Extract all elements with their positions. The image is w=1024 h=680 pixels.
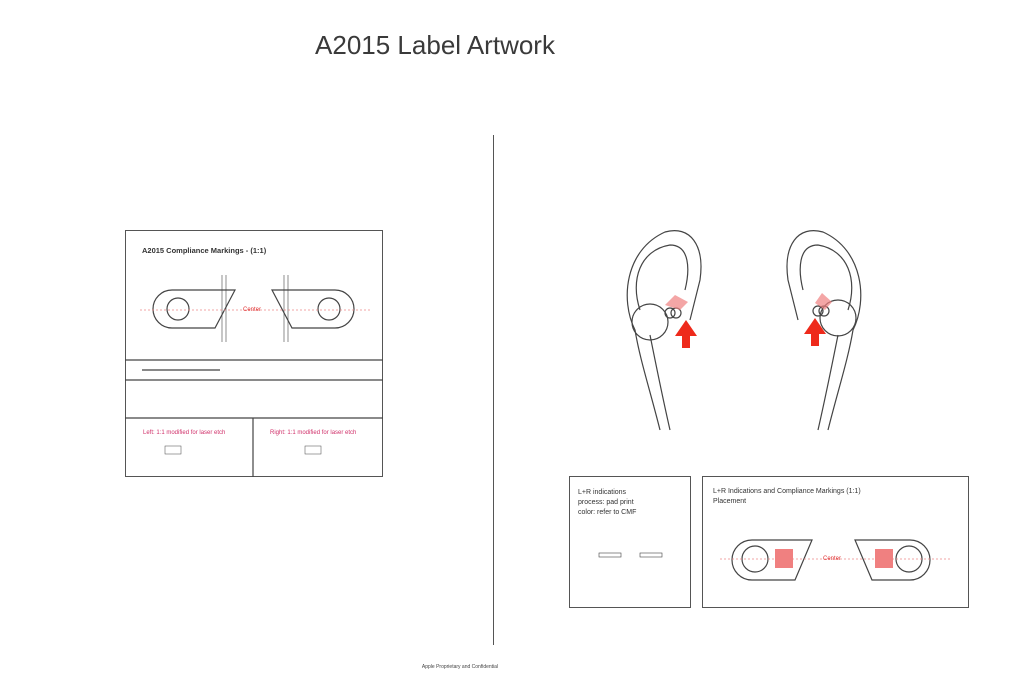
placement-left-tag	[731, 539, 813, 581]
footer: Apple Proprietary and Confidential	[421, 664, 499, 670]
placement-heading: L+R Indications and Compliance Markings …	[713, 488, 861, 495]
compliance-markings-panel	[125, 230, 383, 477]
left-arrow-icon	[675, 320, 697, 348]
right-marking-area	[875, 549, 893, 568]
right-arrow-icon	[804, 318, 826, 346]
indications-line: process: pad print	[578, 499, 634, 506]
page-title: A2015 Label Artwork	[315, 30, 555, 60]
left-marking-area	[775, 549, 793, 568]
placement-subheading: Placement	[713, 498, 747, 505]
left-earbud-drawing	[626, 230, 702, 431]
left-tag-outline	[152, 289, 236, 329]
placement-box	[702, 476, 969, 608]
right-note: Right: 1:1 modified for laser etch	[270, 430, 357, 436]
indications-line: color: refer to CMF	[578, 509, 637, 516]
right-tag-outline	[271, 289, 355, 329]
right-marking-highlight	[815, 293, 832, 310]
left-marking-highlight	[665, 295, 688, 310]
left-note: Left: 1:1 modified for laser etch	[143, 430, 226, 436]
right-earbud-drawing	[786, 230, 862, 431]
compliance-heading: A2015 Compliance Markings - (1:1)	[142, 246, 267, 255]
indications-text: L+R indications process: pad print color…	[578, 488, 636, 518]
divider	[493, 135, 494, 645]
indications-box	[569, 476, 691, 608]
indications-line: L+R indications	[578, 489, 627, 496]
placement-right-tag	[854, 539, 931, 581]
